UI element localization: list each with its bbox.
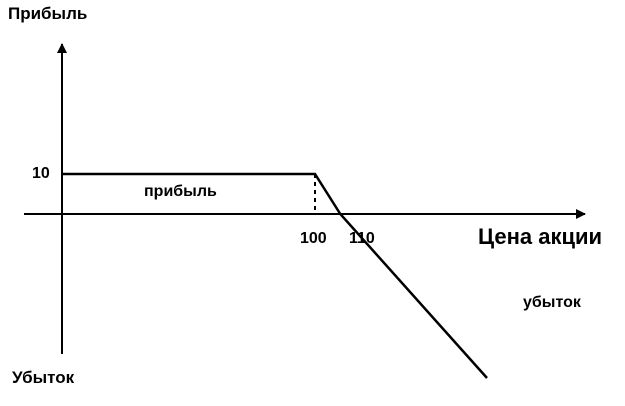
annotation-loss: убыток xyxy=(523,294,581,311)
y-axis-label-profit: Прибыль xyxy=(8,4,88,23)
x-tick-label-100: 100 xyxy=(300,230,327,247)
annotation-profit: прибыль xyxy=(144,183,217,200)
x-axis-label: Цена акции xyxy=(478,224,603,249)
y-tick-label-10: 10 xyxy=(32,165,50,182)
x-tick-label-110: 110 xyxy=(349,230,375,247)
payoff-line xyxy=(62,172,488,379)
y-axis-label-loss: Убыток xyxy=(12,368,75,387)
